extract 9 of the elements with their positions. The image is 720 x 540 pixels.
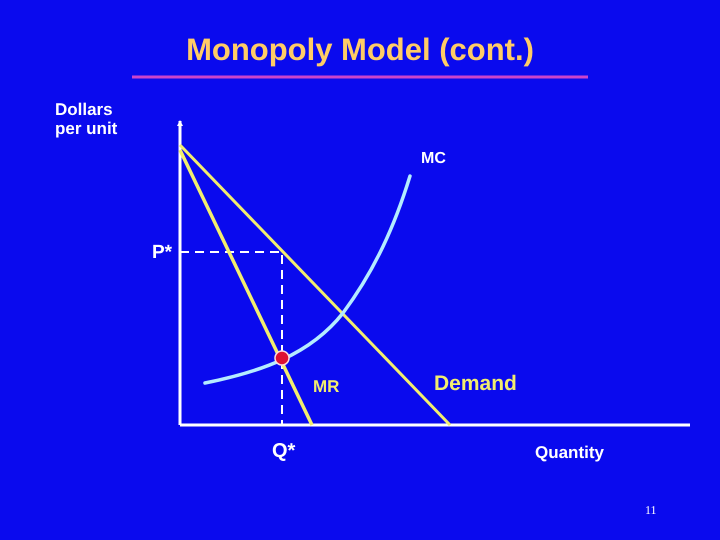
curve-label: MR [313, 378, 340, 397]
curve-label: MC [421, 150, 446, 168]
axis-title: Quantity [535, 444, 604, 463]
curve-label: Demand [434, 372, 517, 396]
axis-value-label: Q* [272, 440, 296, 462]
axis-value-label: P* [152, 243, 172, 264]
page-number: 11 [645, 504, 657, 518]
slide-title: Monopoly Model (cont.) [185, 33, 535, 68]
axis-title: Dollars per unit [55, 101, 118, 138]
